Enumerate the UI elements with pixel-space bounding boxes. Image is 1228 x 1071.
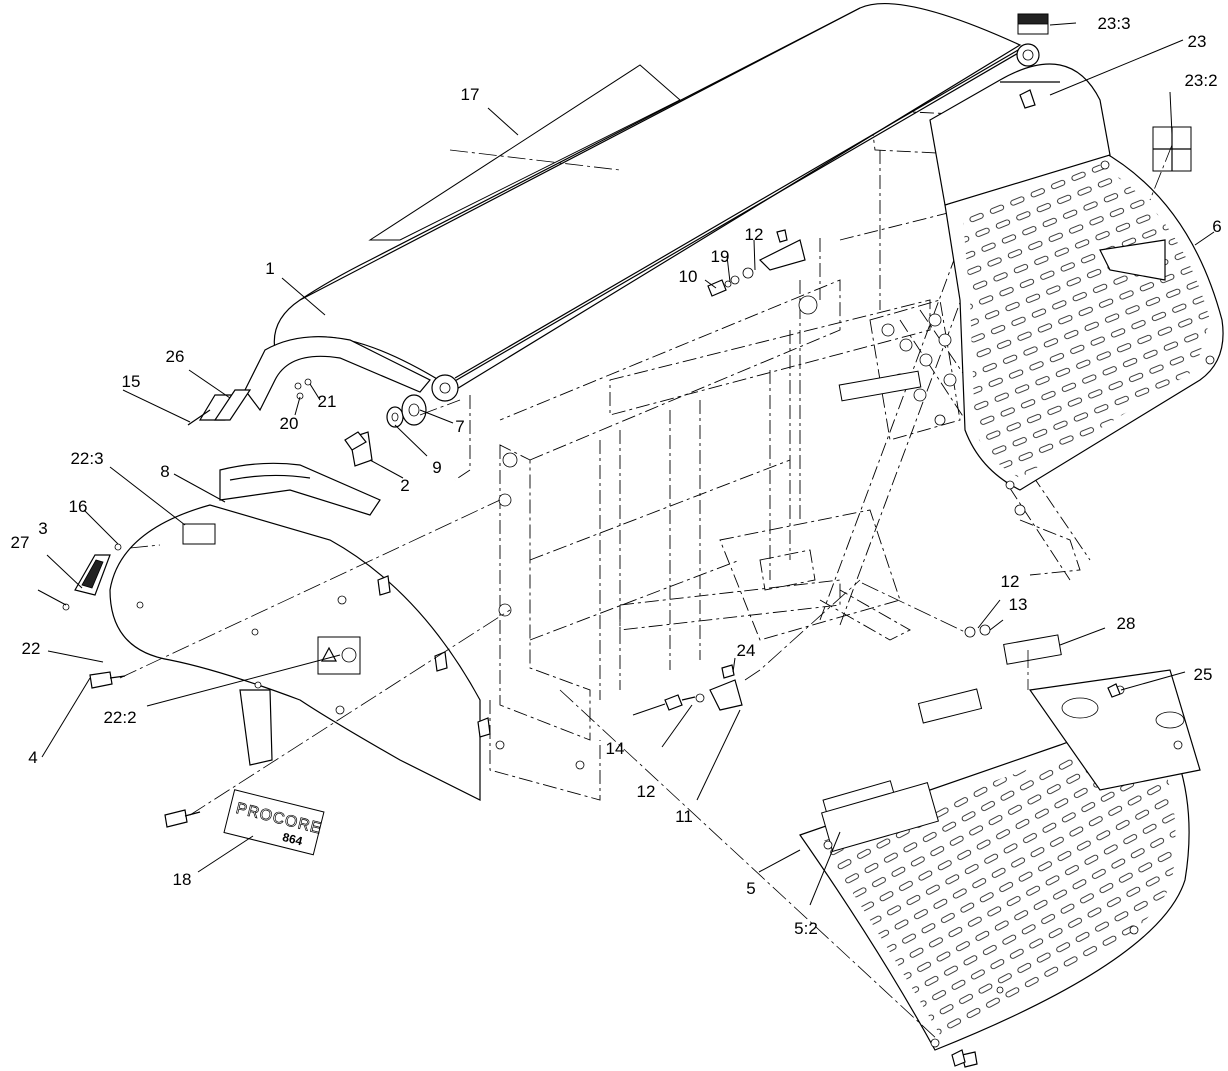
callout-23-3: 23:3: [1097, 14, 1130, 33]
callout-18: 18: [173, 870, 192, 889]
callout-19: 19: [711, 247, 730, 266]
callout-24: 24: [737, 641, 756, 660]
callout-5-2: 5:2: [794, 919, 818, 938]
callout-13: 13: [1009, 595, 1028, 614]
callout-1: 1: [265, 259, 274, 278]
callout-23: 23: [1188, 32, 1207, 51]
decal-23-3: [1017, 13, 1049, 35]
callout-17: 17: [461, 85, 480, 104]
callout-28: 28: [1117, 614, 1136, 633]
callout-15: 15: [122, 372, 141, 391]
callout-2: 2: [400, 476, 409, 495]
hardware-top: [707, 229, 821, 300]
hardware-mid: [664, 624, 991, 1067]
leader-lines: [37, 22, 1215, 906]
callout-8: 8: [160, 462, 169, 481]
callout-22: 22: [22, 639, 41, 658]
front-shield: [799, 634, 1201, 1068]
callout-3: 3: [38, 519, 47, 538]
callout-11: 11: [675, 807, 693, 826]
decal-17: [368, 64, 681, 241]
callout-12-top: 12: [745, 225, 764, 244]
callout-labels: 1 2 3 4 5 5:2 6 7 8 9 10 11 12 12 12 13 …: [11, 14, 1222, 938]
top-cover: [244, 3, 1040, 481]
callout-14: 14: [606, 739, 625, 758]
callout-23-2: 23:2: [1184, 71, 1217, 90]
callout-22-2: 22:2: [103, 708, 136, 727]
side-shield-left: [62, 462, 491, 828]
callout-16: 16: [69, 497, 88, 516]
callout-20: 20: [280, 414, 299, 433]
callout-5: 5: [746, 879, 755, 898]
callout-26: 26: [166, 347, 185, 366]
callout-9: 9: [432, 458, 441, 477]
callout-21: 21: [318, 392, 337, 411]
callout-7: 7: [455, 417, 464, 436]
hinge-hardware: [187, 378, 427, 467]
callout-12-right: 12: [1001, 572, 1020, 591]
callout-12-mid: 12: [637, 782, 656, 801]
model-number: 864: [281, 830, 304, 849]
callout-6: 6: [1212, 217, 1221, 236]
callout-10: 10: [679, 267, 698, 286]
callout-25: 25: [1194, 665, 1213, 684]
callout-22-3: 22:3: [70, 449, 103, 468]
side-shield-right: [929, 63, 1224, 491]
callout-4: 4: [28, 748, 37, 767]
callout-27: 27: [11, 533, 30, 552]
explode-lines: [119, 144, 1173, 1041]
